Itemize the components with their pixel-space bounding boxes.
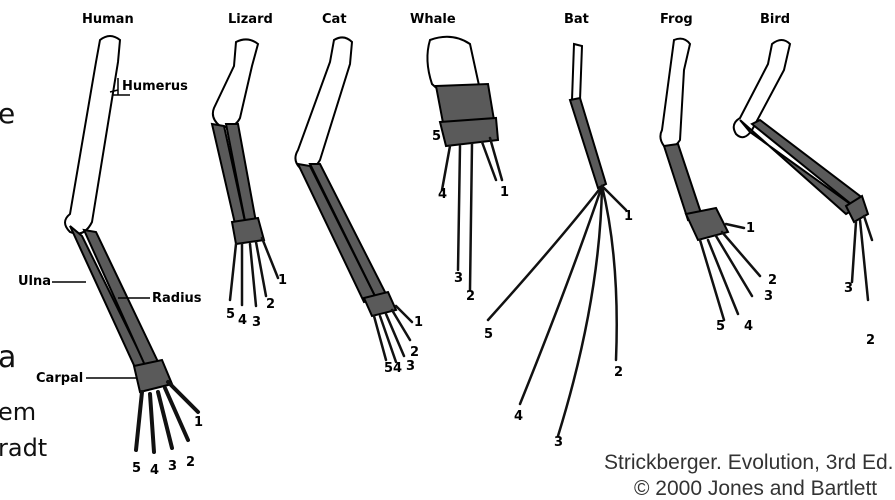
- svg-text:4: 4: [514, 409, 523, 424]
- svg-text:2: 2: [768, 273, 777, 288]
- svg-text:5: 5: [716, 319, 725, 334]
- human-ulna: [70, 226, 148, 374]
- animal-name-lizard: Lizard: [228, 12, 273, 27]
- human-humerus: [65, 36, 120, 234]
- credit-line-2: © 2000 Jones and Bartlett: [634, 478, 877, 499]
- svg-text:1: 1: [624, 209, 633, 224]
- svg-text:3: 3: [454, 271, 463, 286]
- svg-text:5: 5: [484, 327, 493, 342]
- svg-text:2: 2: [410, 345, 419, 360]
- human-forelimb: 5 4 3 2 1: [65, 36, 203, 478]
- svg-text:4: 4: [744, 319, 753, 334]
- animal-name-cat: Cat: [322, 12, 347, 27]
- svg-text:3: 3: [764, 289, 773, 304]
- label-humerus: Humerus: [122, 79, 188, 94]
- svg-text:1: 1: [278, 273, 287, 288]
- svg-text:5: 5: [226, 307, 235, 322]
- svg-text:3: 3: [406, 359, 415, 374]
- label-ulna: Ulna: [18, 274, 51, 289]
- animal-name-frog: Frog: [660, 12, 693, 27]
- svg-text:4: 4: [238, 313, 247, 328]
- bird-forelimb: 3 2: [734, 40, 875, 348]
- svg-text:2: 2: [866, 333, 875, 348]
- lizard-forelimb: 5 4 3 2 1: [212, 39, 287, 330]
- svg-text:3: 3: [844, 281, 853, 296]
- svg-text:3: 3: [252, 315, 261, 330]
- svg-text:5: 5: [432, 129, 441, 144]
- animal-name-human: Human: [82, 12, 134, 27]
- svg-text:2: 2: [466, 289, 475, 304]
- svg-text:1: 1: [194, 415, 203, 430]
- svg-text:2: 2: [266, 297, 275, 312]
- svg-text:2: 2: [614, 365, 623, 380]
- human-radius: [84, 230, 160, 372]
- svg-text:5: 5: [132, 461, 141, 476]
- svg-text:4: 4: [438, 187, 447, 202]
- whale-forelimb: 5 4 3 2 1: [427, 37, 509, 304]
- svg-text:1: 1: [414, 315, 423, 330]
- animal-name-bird: Bird: [760, 12, 790, 27]
- animal-name-bat: Bat: [564, 12, 589, 27]
- svg-text:3: 3: [168, 459, 177, 474]
- credit-line-1: Strickberger. Evolution, 3rd Ed.: [604, 452, 893, 473]
- svg-text:54: 54: [384, 361, 402, 376]
- svg-text:1: 1: [500, 185, 509, 200]
- label-radius: Radius: [152, 291, 202, 306]
- svg-text:1: 1: [746, 221, 755, 236]
- animal-name-whale: Whale: [410, 12, 456, 27]
- cat-forelimb: 54 3 2 1: [295, 37, 423, 376]
- svg-text:2: 2: [186, 455, 195, 470]
- bat-forelimb: 1 5 4 3 2: [484, 44, 633, 450]
- svg-text:3: 3: [554, 435, 563, 450]
- label-carpal: Carpal: [36, 371, 83, 386]
- svg-text:4: 4: [150, 463, 159, 478]
